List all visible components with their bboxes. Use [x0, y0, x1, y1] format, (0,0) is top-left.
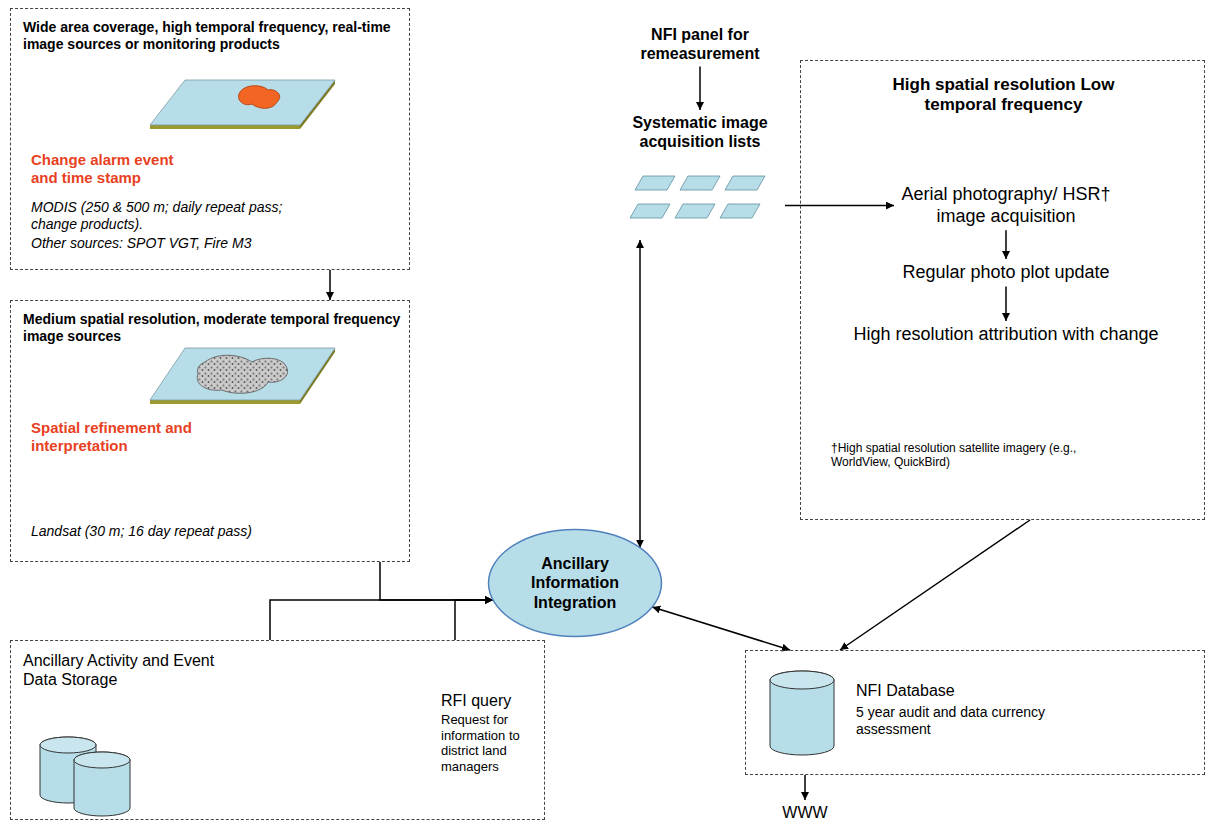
node-text: 5 year audit and data currency assessmen… [856, 704, 1056, 738]
node-text: Change alarm event and time stamp [31, 151, 201, 187]
plane-edge [150, 400, 300, 404]
process-step: Aerial photography/ HSR† image acquisiti… [896, 181, 1116, 230]
flow-arrow [380, 562, 493, 600]
image-plane [150, 348, 335, 404]
image-tiles [630, 176, 765, 218]
node-text: †High spatial resolution satellite image… [831, 441, 1111, 470]
node-text: Systematic image acquisition lists [615, 113, 785, 151]
node-text: High spatial resolution Low temporal fre… [886, 75, 1121, 116]
high-resolution-panel: Aerial photography/ HSR† image acquisiti… [800, 60, 1205, 520]
process-label: Systematic image acquisition lists [615, 110, 785, 240]
flow-arrow [1005, 230, 1007, 259]
flow-arrow [652, 607, 790, 650]
process-label: NFI panel for remeasurement [615, 22, 785, 66]
node-text: Request for information to district land… [441, 712, 541, 774]
node-text: Wide area coverage, high temporal freque… [23, 19, 403, 53]
flow-arrow [455, 600, 493, 640]
flow-arrow [804, 775, 806, 800]
ellipse-shape [489, 530, 662, 637]
node-text: Landsat (30 m; 16 day repeat pass) [31, 523, 401, 540]
node-text: RFI query [441, 691, 541, 710]
node-text: Medium spatial resolution, moderate temp… [23, 311, 403, 345]
plane-edge [150, 125, 300, 129]
node-text: High resolution attribution with change [816, 324, 1196, 346]
plane-face [150, 348, 335, 400]
storage-panel: Ancillary Activity and Event Data Storag… [10, 640, 545, 820]
flow-arrow [270, 600, 493, 640]
node-text: Ancillary Information Integration [515, 554, 635, 612]
flow-arrow [785, 205, 894, 207]
node-text: Ancillary Activity and Event Data Storag… [23, 651, 223, 689]
change-blob [239, 86, 280, 109]
node-text: MODIS (250 & 500 m; daily repeat pass; c… [31, 199, 321, 233]
plane-face [150, 80, 335, 125]
image-plane [150, 80, 335, 129]
integration-ellipse: Ancillary Information Integration [487, 528, 663, 638]
node-text: Regular photo plot update [881, 262, 1131, 284]
database-panel: NFI Database 5 year audit and data curren… [745, 650, 1205, 775]
node-text: Aerial photography/ HSR† image acquisiti… [896, 184, 1116, 227]
node-text: NFI Database [856, 681, 1106, 700]
flow-arrow [639, 240, 641, 548]
source-panel: Wide area coverage, high temporal freque… [10, 8, 410, 270]
flow-arrow [840, 520, 1030, 650]
process-step: High resolution attribution with change [816, 321, 1196, 349]
node-text: Other sources: SPOT VGT, Fire M3 [31, 235, 401, 252]
output-label: WWW [775, 800, 835, 825]
node-text: NFI panel for remeasurement [615, 25, 785, 63]
flow-arrow [1005, 287, 1007, 321]
flow-arrow [699, 66, 701, 110]
process-step: Regular photo plot update [881, 259, 1131, 287]
source-panel: Medium spatial resolution, moderate temp… [10, 300, 410, 562]
refined-area [197, 355, 287, 393]
database-symbol [40, 737, 130, 816]
node-text: Spatial refinement and interpretation [31, 419, 201, 455]
database-symbol [770, 671, 834, 755]
node-text: WWW [775, 803, 835, 822]
flow-arrow [329, 270, 331, 300]
